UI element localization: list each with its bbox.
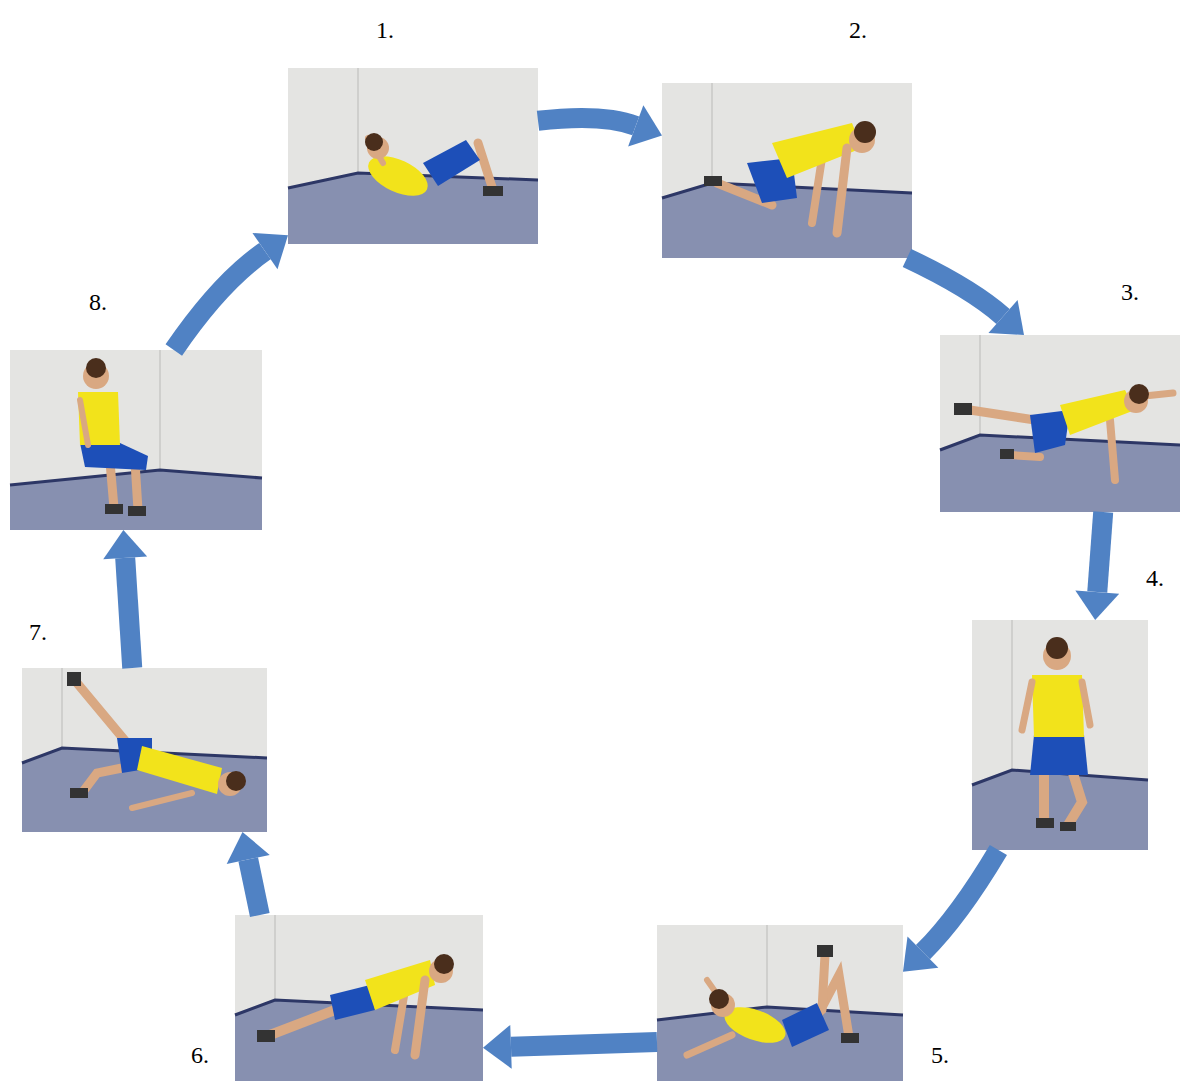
- step-number: 2.: [849, 18, 867, 42]
- arrow-head: [903, 936, 938, 971]
- arrow-shaft: [923, 850, 998, 952]
- step-number: 7.: [29, 620, 47, 644]
- arrow-shaft: [174, 251, 265, 350]
- exercise-photo: 2.: [662, 83, 912, 258]
- flow-arrow: [1075, 512, 1119, 620]
- exercise-illustration: [235, 915, 483, 1081]
- arrow-head: [227, 832, 270, 864]
- exercise-photo: 1.: [288, 68, 538, 244]
- exercise-photo: 6.: [235, 915, 483, 1081]
- exercise-photo: 7.: [22, 668, 267, 832]
- exercise-illustration: [662, 83, 912, 258]
- flow-arrow: [103, 530, 147, 668]
- arrow-shaft: [538, 118, 636, 126]
- exercise-illustration: [10, 350, 262, 530]
- arrow-head: [103, 530, 147, 559]
- flow-arrow: [174, 233, 288, 350]
- exercise-photo: 4.: [972, 620, 1148, 850]
- flow-arrow: [903, 850, 998, 972]
- step-number: 3.: [1121, 280, 1139, 304]
- arrow-shaft: [907, 258, 1003, 316]
- arrow-head: [252, 233, 288, 269]
- arrow-head: [1075, 590, 1119, 620]
- arrow-shaft: [125, 558, 132, 668]
- arrow-head: [483, 1025, 512, 1069]
- step-number: 1.: [376, 18, 394, 42]
- flow-arrow: [227, 832, 270, 915]
- arrow-shaft: [248, 859, 260, 915]
- step-number: 5.: [931, 1043, 949, 1067]
- flow-arrow: [483, 1025, 657, 1069]
- exercise-illustration: [972, 620, 1148, 850]
- step-number: 8.: [89, 290, 107, 314]
- arrow-head: [988, 300, 1024, 335]
- step-number: 4.: [1146, 566, 1164, 590]
- exercise-illustration: [22, 668, 267, 832]
- arrow-shaft: [511, 1042, 657, 1047]
- flow-arrow: [538, 105, 662, 146]
- exercise-illustration: [940, 335, 1180, 512]
- exercise-photo: 3.: [940, 335, 1180, 512]
- arrow-shaft: [1097, 512, 1103, 592]
- exercise-illustration: [288, 68, 538, 244]
- flow-arrow: [907, 258, 1024, 335]
- exercise-photo: 8.: [10, 350, 262, 530]
- exercise-photo: 5.: [657, 925, 903, 1081]
- exercise-illustration: [657, 925, 903, 1081]
- arrow-head: [628, 105, 662, 146]
- step-number: 6.: [191, 1043, 209, 1067]
